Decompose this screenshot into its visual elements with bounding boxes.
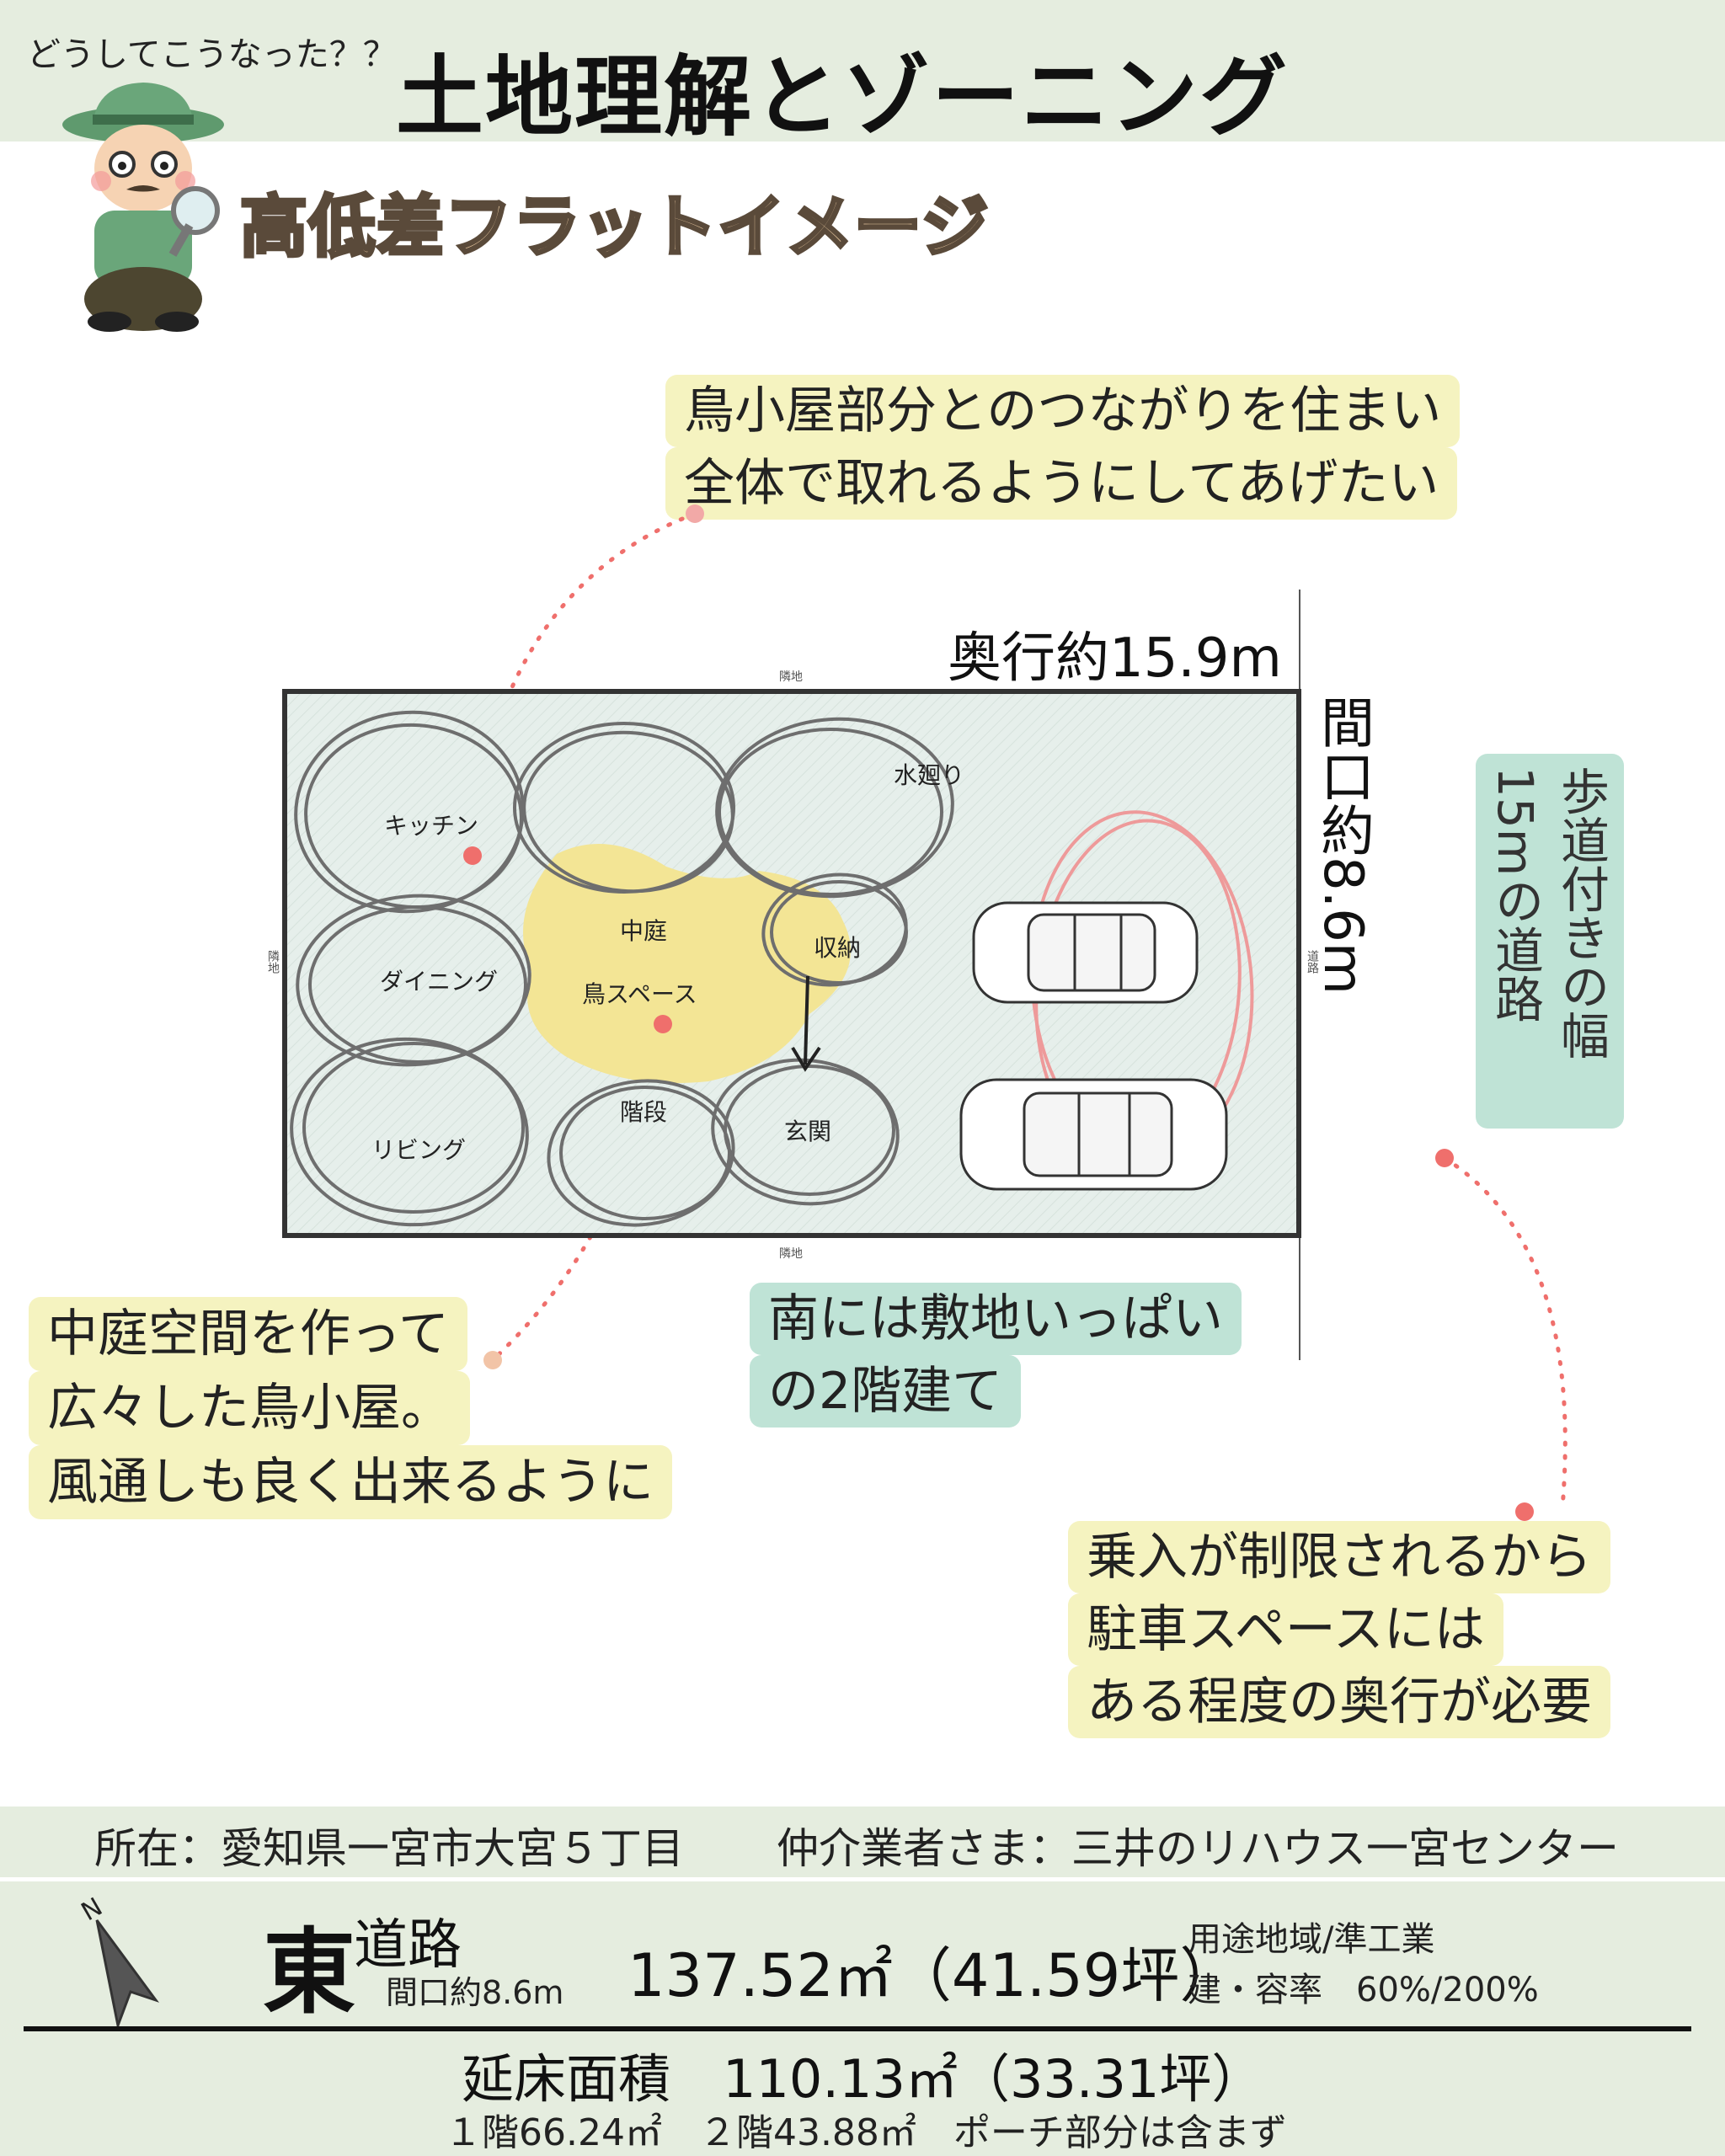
note-left: 中庭空間を作って 広々した鳥小屋。 風通しも良く出来るように <box>29 1297 672 1519</box>
note-road <box>1476 754 1624 1129</box>
note-right-line3: ある程度の奥行が必要 <box>1068 1666 1610 1738</box>
road-label: 道路 <box>354 1914 462 1977</box>
neighbor-top-label: 隣地 <box>779 670 803 684</box>
note-top-line1: 鳥小屋部分とのつながりを住まい <box>665 375 1461 447</box>
neighbor-left-label: 隣地 <box>266 950 280 974</box>
depth-dimension: 奥行約15.9m <box>948 627 1282 690</box>
note-south: 南には敷地いっぱい の2階建て <box>750 1283 1242 1428</box>
note-left-line1: 中庭空間を作って <box>29 1297 467 1371</box>
neighbor-right-label: 道路 <box>1306 950 1319 974</box>
room-storage: 収納 <box>814 934 862 962</box>
section-title: 高低差フラットイメージ <box>238 186 990 268</box>
broker-text: 仲介業者さま：三井のリハウス一宮センター <box>777 1824 1619 1873</box>
header-subtitle: どうしてこうなった？？ <box>27 35 397 74</box>
detective-mascot-illustration <box>62 83 224 332</box>
leader-dot <box>1435 1149 1454 1167</box>
kitchen-dot <box>463 846 482 865</box>
neighbor-bottom-label: 隣地 <box>779 1247 803 1261</box>
room-entrance: 玄関 <box>784 1118 832 1145</box>
note-top: 鳥小屋部分とのつながりを住まい 全体で取れるようにしてあげたい <box>665 375 1461 520</box>
note-south-line1: 南には敷地いっぱい <box>750 1283 1242 1355</box>
site-plan: キッチン 水廻り 中庭 鳥スペース 収納 ダイニング 階段 玄関 リビング <box>282 689 1301 1238</box>
location-text: 所在：愛知県一宮市大宮５丁目 <box>94 1824 684 1873</box>
frontage-dimension: 間口約8.6m <box>1311 695 1374 995</box>
floor-area: 延床面積 110.13㎡（33.31坪） <box>462 2048 1264 2110</box>
room-kitchen: キッチン <box>384 812 479 840</box>
room-living: リビング <box>371 1136 467 1164</box>
floor-breakdown: １階66.24㎡ ２階43.88㎡ ポーチ部分は含まず <box>445 2111 1287 2154</box>
note-left-line3: 風通しも良く出来るように <box>29 1445 672 1519</box>
frontage-summary: 間口約8.6m <box>386 1974 564 2011</box>
room-courtyard: 中庭 <box>620 917 668 945</box>
note-top-line2: 全体で取れるようにしてあげたい <box>665 447 1458 520</box>
note-right: 乗入が制限されるから 駐車スペースには ある程度の奥行が必要 <box>1068 1521 1610 1738</box>
summary-divider <box>24 2026 1691 2031</box>
room-water: 水廻り <box>894 761 965 789</box>
direction-label: 東 <box>263 1919 355 2026</box>
courtyard-dot <box>654 1015 672 1033</box>
zoning-text: 用途地域/準工業 <box>1188 1920 1435 1959</box>
note-right-line1: 乗入が制限されるから <box>1068 1521 1610 1593</box>
car-bottom <box>959 1078 1228 1191</box>
courtyard-fill <box>523 844 851 1083</box>
info-band <box>0 1806 1725 1877</box>
note-road-text: 歩道付きの幅15mの道路 <box>1487 766 1610 1059</box>
note-right-line2: 駐車スペースには <box>1068 1593 1503 1666</box>
room-bird-space: 鳥スペース <box>582 980 697 1008</box>
ratio-text: 建・容率 60%/200% <box>1188 1971 1539 2009</box>
page-title: 土地理解とゾーニング <box>396 45 1290 148</box>
site-sketch <box>287 694 1296 1233</box>
car-top <box>972 901 1199 1004</box>
land-area: 137.52㎡（41.59坪） <box>628 1941 1239 2010</box>
north-arrow-icon <box>95 1919 160 2030</box>
room-dining: ダイニング <box>380 968 499 995</box>
leader-dot <box>1515 1502 1534 1521</box>
note-south-line2: の2階建て <box>750 1355 1022 1428</box>
summary-band <box>0 1881 1725 2156</box>
header-band <box>0 0 1725 141</box>
note-left-line2: 広々した鳥小屋。 <box>29 1371 470 1445</box>
room-stairs: 階段 <box>620 1098 668 1126</box>
